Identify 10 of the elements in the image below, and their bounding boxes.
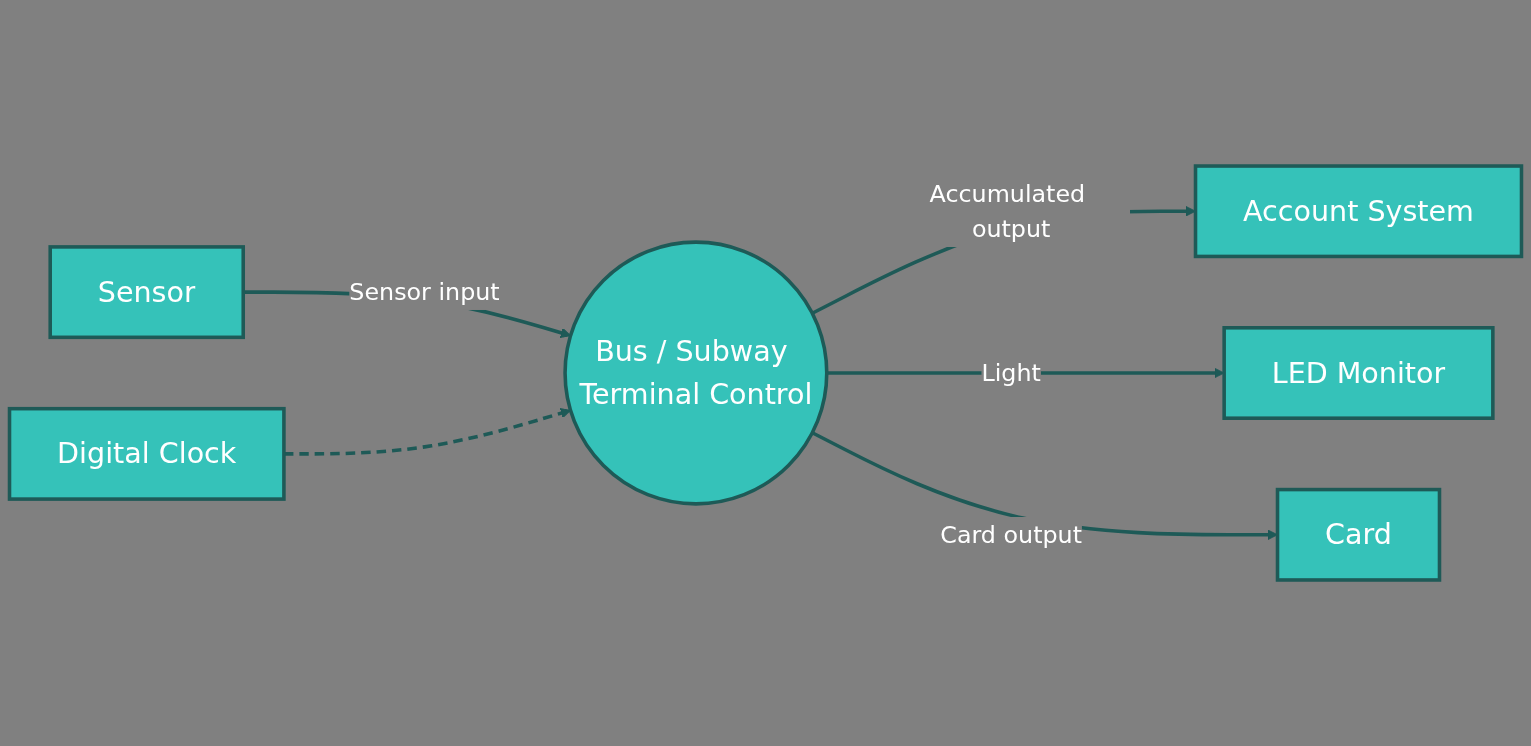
node-circle: Bus / Subway Terminal Control <box>563 240 829 506</box>
edge-label: Light <box>981 358 1041 388</box>
edge-label: Accumulated output <box>929 179 1086 244</box>
node-box: Digital Clock <box>7 406 286 501</box>
node-box: Sensor <box>48 245 245 340</box>
edge-label: Sensor input <box>349 277 500 307</box>
node-box: Card <box>1275 487 1442 582</box>
edge-label: Card output <box>940 520 1082 550</box>
node-box: LED Monitor <box>1222 326 1495 420</box>
node-box: Account System <box>1193 164 1524 259</box>
